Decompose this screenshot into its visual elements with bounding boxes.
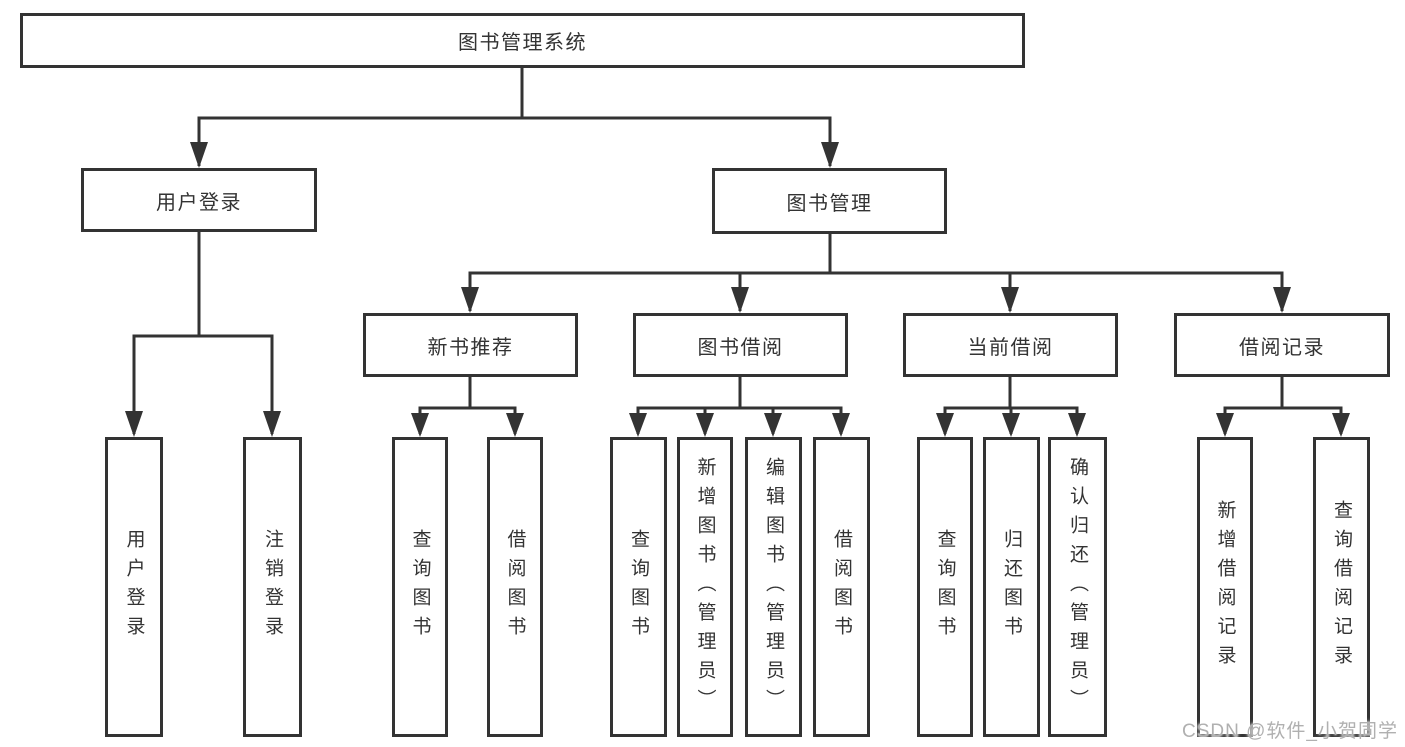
arrowhead	[461, 287, 479, 313]
arrowhead	[1216, 413, 1234, 437]
node-borrow-records: 借阅记录	[1174, 313, 1390, 377]
leaf-confirm-return-admin: 确认归还（管理员）	[1048, 437, 1107, 737]
connector-book-borrow-to-leaves	[636, 377, 843, 434]
leaf-edit-books-admin: 编辑图书（管理员）	[745, 437, 802, 737]
leaf-current-query-books: 查询图书	[917, 437, 973, 737]
connector-user-login-to-leaves	[132, 232, 274, 434]
csdn-watermark: CSDN @软件_小贺同学	[1182, 721, 1398, 742]
arrowhead	[936, 413, 954, 437]
leaf-return-books: 归还图书	[983, 437, 1040, 737]
arrowhead	[506, 413, 524, 437]
arrowhead	[125, 411, 143, 437]
arrowhead	[1002, 413, 1020, 437]
arrowhead	[821, 142, 839, 168]
arrowhead	[263, 411, 281, 437]
connector-book-mgmt-to-level3	[468, 234, 1284, 311]
arrowheads	[125, 142, 1350, 437]
arrowhead	[1273, 287, 1291, 313]
leaf-user-login: 用户登录	[105, 437, 163, 737]
leaf-rec-borrow-books: 借阅图书	[487, 437, 543, 737]
node-user-login: 用户登录	[81, 168, 317, 232]
leaf-add-books-admin: 新增图书（管理员）	[677, 437, 733, 737]
connector-root-to-level2	[197, 68, 832, 166]
node-current-borrow: 当前借阅	[903, 313, 1118, 377]
node-book-borrow: 图书借阅	[633, 313, 848, 377]
arrowhead	[832, 413, 850, 437]
node-root: 图书管理系统	[20, 13, 1025, 68]
arrowhead	[764, 413, 782, 437]
arrowhead	[1068, 413, 1086, 437]
arrowhead	[696, 413, 714, 437]
connector-borrow-records-to-leaves	[1223, 377, 1343, 434]
leaf-borrow-query-books: 查询图书	[610, 437, 667, 737]
node-new-book-rec: 新书推荐	[363, 313, 578, 377]
arrowhead	[1332, 413, 1350, 437]
node-book-mgmt: 图书管理	[712, 168, 947, 234]
leaf-rec-query-books: 查询图书	[392, 437, 448, 737]
arrowhead	[731, 287, 749, 313]
leaf-borrow-books: 借阅图书	[813, 437, 870, 737]
arrowhead	[1001, 287, 1019, 313]
leaf-query-borrow-record: 查询借阅记录	[1313, 437, 1370, 737]
leaf-logout: 注销登录	[243, 437, 302, 737]
arrowhead	[190, 142, 208, 168]
connector-new-book-rec-to-leaves	[418, 377, 517, 434]
leaf-add-borrow-record: 新增借阅记录	[1197, 437, 1253, 737]
arrowhead	[411, 413, 429, 437]
arrowhead	[629, 413, 647, 437]
